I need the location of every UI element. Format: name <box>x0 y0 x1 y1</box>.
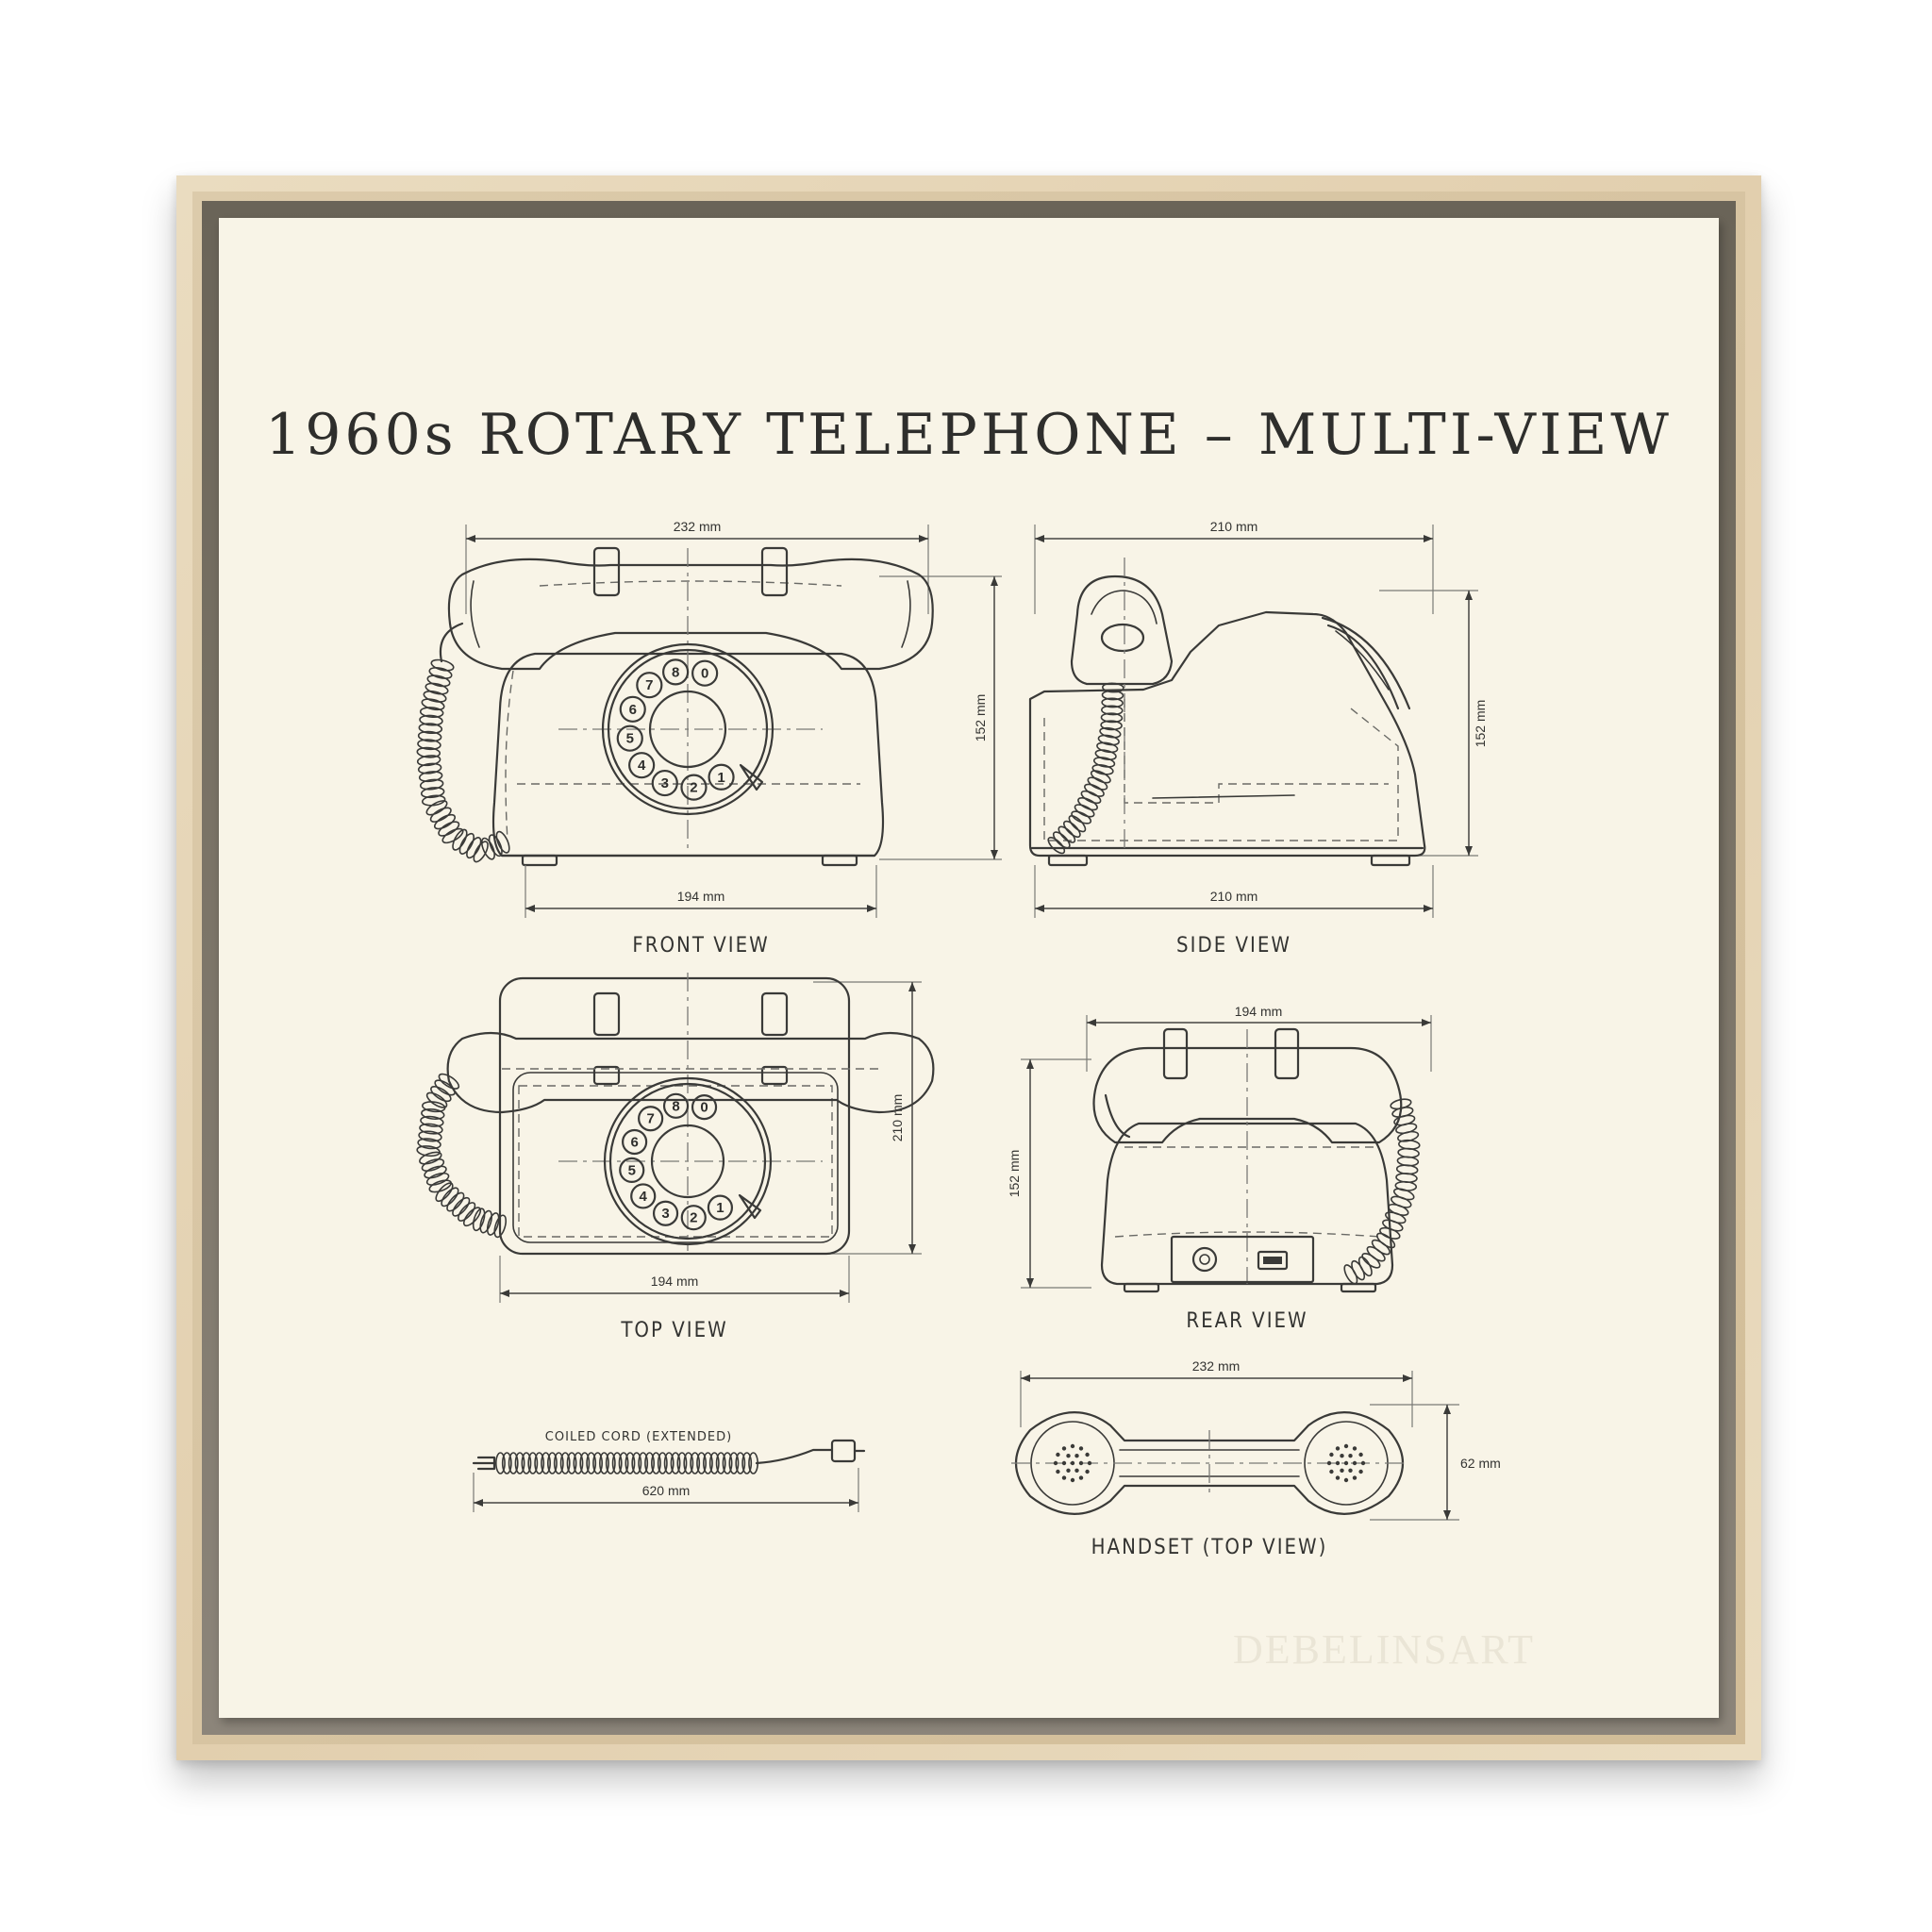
dial-hole <box>619 695 646 723</box>
dial-digit: 2 <box>690 780 697 796</box>
dial-hole <box>707 1194 734 1221</box>
side-view: 210 mm 152 mm <box>1028 519 1488 867</box>
dial-hole <box>691 1094 718 1121</box>
cord-dim-bottom: 620 mm <box>642 1483 691 1498</box>
dial-digit: 0 <box>700 1100 708 1116</box>
rear-dim-height: 152 mm <box>1007 1150 1022 1198</box>
top-coiled-cord <box>416 1073 508 1239</box>
rear-view: 194 mm 152 mm REAR VIEW <box>1007 1004 1432 1333</box>
side-coiled-cord <box>1047 682 1124 855</box>
top-view-label: TOP VIEW <box>620 1319 727 1342</box>
dial-hole <box>622 1128 648 1156</box>
dial-digit: 1 <box>717 770 724 786</box>
side-dim-bottom: 210 mm <box>1210 889 1258 904</box>
cord-plug <box>830 1439 857 1463</box>
top-dim-height: 210 mm <box>890 1094 905 1142</box>
front-rotary-dial: 1 2 345 67 8 0 <box>601 642 774 816</box>
side-dim-top: 210 mm <box>1210 519 1258 534</box>
handset-view-label: HANDSET (TOP VIEW) <box>1091 1536 1328 1559</box>
rear-jack-panel <box>1170 1235 1315 1284</box>
side-dim-bottom-group: 210 mm SIDE VIEW <box>1034 865 1434 958</box>
front-view-label: FRONT VIEW <box>632 934 769 958</box>
dial-digit: 0 <box>701 666 708 682</box>
dial-hole <box>662 1092 690 1119</box>
handset-dim-height: 62 mm <box>1460 1456 1501 1471</box>
dial-hole <box>630 1183 657 1209</box>
dial-digit: 4 <box>638 758 646 774</box>
dial-hole <box>680 1205 707 1231</box>
front-view: 232 mm 152 mm 1 2 345 67 8 0 <box>416 519 1002 867</box>
straight-coiled-cord <box>495 1452 758 1474</box>
dial-hole <box>619 1157 645 1183</box>
front-coiled-cord <box>416 658 510 863</box>
handset-view: 232 mm 62 mm HANDSET (TOP VIEW) <box>1011 1358 1501 1559</box>
dial-digit: 6 <box>630 1134 638 1150</box>
watermark: DEBELINSART <box>1233 1626 1535 1673</box>
front-dim-bottom-group: 194 mm FRONT VIEW <box>525 865 877 958</box>
dial-hole <box>691 659 719 687</box>
side-view-label: SIDE VIEW <box>1176 934 1291 958</box>
poster: 1960s ROTARY TELEPHONE – MULTI-VIEW 232 … <box>219 218 1719 1718</box>
side-dim-height: 152 mm <box>1473 700 1488 748</box>
dial-digit: 2 <box>690 1210 697 1226</box>
page-title: 1960s ROTARY TELEPHONE – MULTI-VIEW <box>265 402 1673 468</box>
top-dim-bottom: 194 mm <box>651 1274 699 1289</box>
cord-label: COILED CORD (EXTENDED) <box>545 1430 732 1444</box>
dial-digit: 7 <box>645 677 653 693</box>
dial-digit: 7 <box>646 1111 654 1127</box>
rear-dim-top: 194 mm <box>1235 1004 1283 1019</box>
dial-digit: 3 <box>661 775 669 791</box>
dial-hole <box>651 769 678 797</box>
rear-view-label: REAR VIEW <box>1186 1309 1307 1333</box>
blueprint-drawing: 1960s ROTARY TELEPHONE – MULTI-VIEW 232 … <box>265 402 1673 1673</box>
dial-hole <box>638 1106 664 1132</box>
dial-digit: 4 <box>640 1189 648 1205</box>
rear-coiled-cord <box>1343 1098 1421 1285</box>
front-dim-bottom: 194 mm <box>677 889 725 904</box>
dial-digit: 3 <box>661 1206 669 1222</box>
dial-digit: 8 <box>672 1098 679 1114</box>
handset-dim-top: 232 mm <box>1192 1358 1241 1374</box>
dial-digit: 6 <box>629 702 637 718</box>
dial-hole <box>636 672 663 699</box>
front-dim-top: 232 mm <box>674 519 722 534</box>
cord-view: COILED CORD (EXTENDED) 620 mm <box>472 1430 866 1512</box>
dial-digit: 8 <box>672 664 679 680</box>
dial-hole <box>628 752 656 779</box>
dial-hole <box>662 658 690 686</box>
dial-digit: 5 <box>628 1162 636 1178</box>
dial-digit: 5 <box>626 731 634 747</box>
top-rotary-dial: 1 2 345 67 8 0 <box>603 1076 773 1246</box>
front-dim-height: 152 mm <box>973 694 988 742</box>
dial-digit: 1 <box>716 1200 724 1216</box>
dial-hole <box>680 774 708 801</box>
dial-hole <box>652 1200 679 1226</box>
dial-hole <box>616 724 643 752</box>
dial-hole <box>708 763 735 791</box>
